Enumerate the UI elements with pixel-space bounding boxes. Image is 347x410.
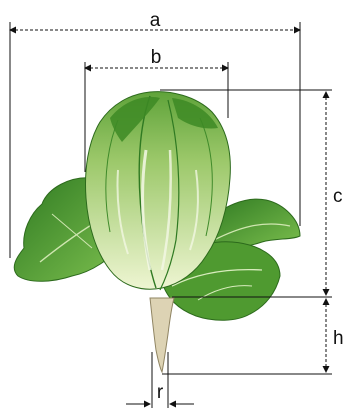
label-b: b <box>151 47 162 68</box>
label-a: a <box>150 10 161 31</box>
root <box>150 298 174 372</box>
label-r: r <box>157 382 164 403</box>
label-h: h <box>333 328 344 349</box>
label-c: c <box>333 186 343 207</box>
napa-cabbage-illustration <box>14 92 300 372</box>
